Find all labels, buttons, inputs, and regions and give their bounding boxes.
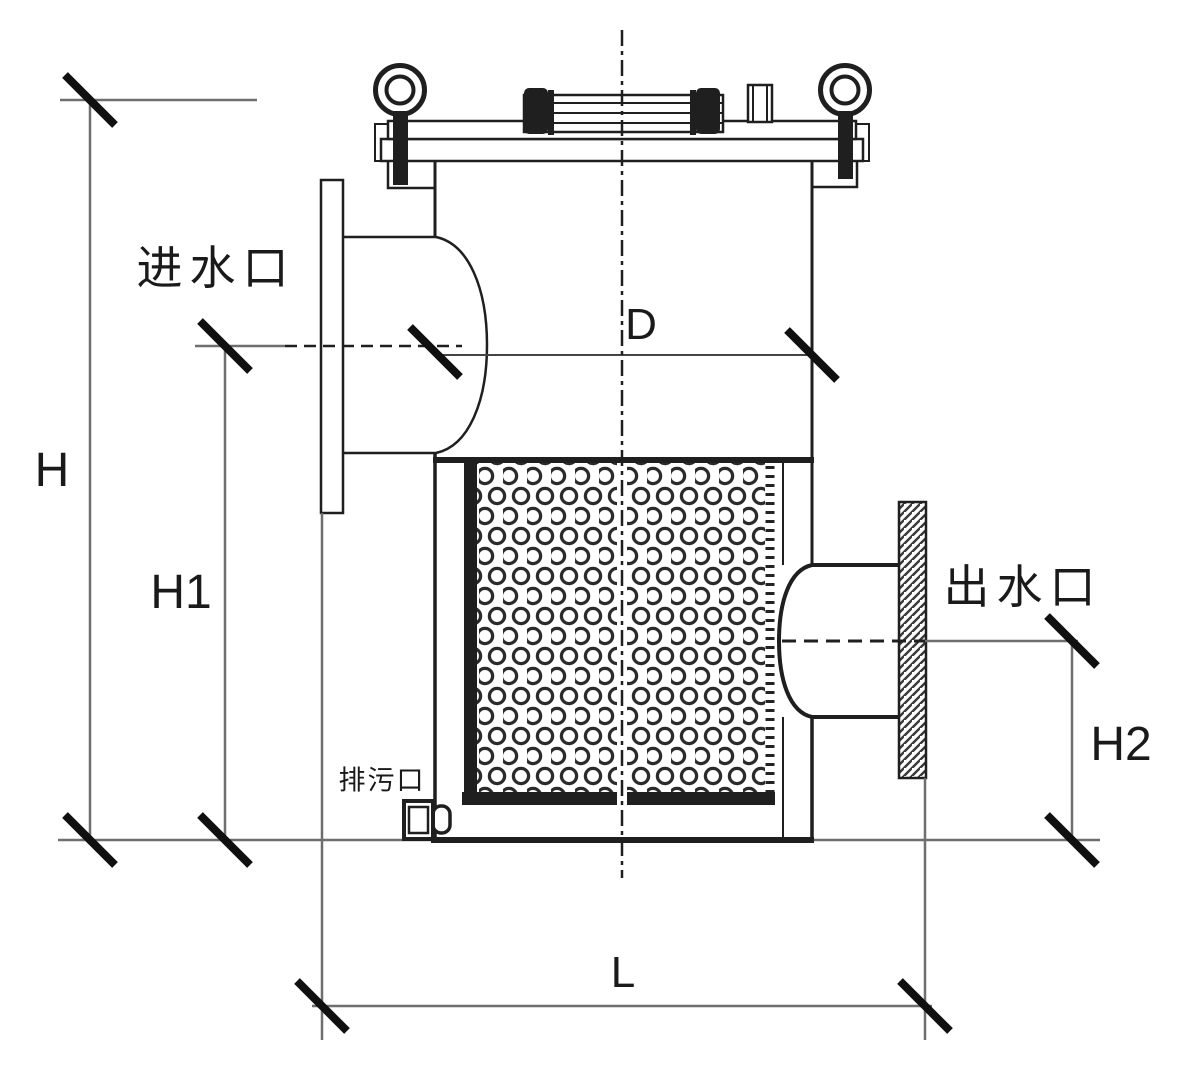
dim-label-L: L [610,948,636,997]
vent-plug [746,83,774,124]
dim-label-D: D [625,300,657,349]
dim-label-H: H [34,444,70,497]
right-eyebolt-lug [812,161,859,189]
outlet-label: 出水口 [943,560,1103,614]
left-lifting-ring [373,63,427,185]
left-eyebolt-lug [386,161,435,190]
dim-label-H1: H1 [150,566,212,619]
inlet-label: 进水口 [136,241,296,295]
right-lifting-ring [818,63,872,179]
drain-label: 排污口 [338,765,426,797]
cover-handle [522,88,725,135]
drain-fitting [402,799,452,841]
dimension-ticks [62,72,1100,1034]
dim-label-H2: H2 [1090,718,1152,771]
